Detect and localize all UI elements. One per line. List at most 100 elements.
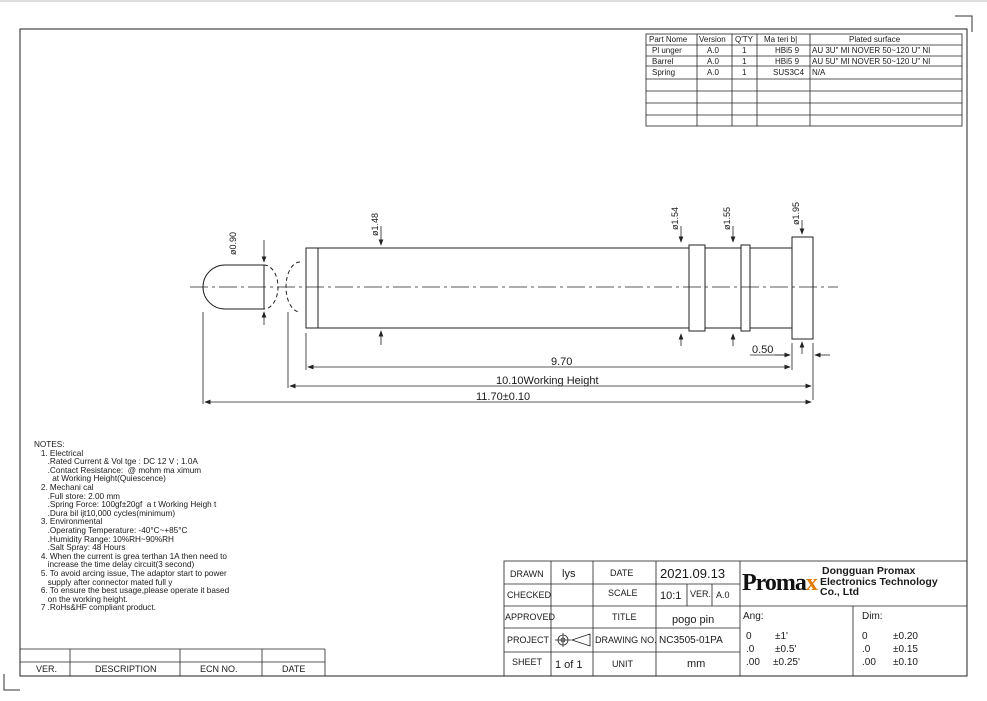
dim-label: Dim: (862, 611, 883, 622)
note-line: .Humidity Range: 10%RH~90%RH (34, 534, 174, 544)
dim-row: ±0.20 (893, 631, 918, 642)
note-line: .Salt Spray: 48 Hours (34, 543, 126, 553)
notes-title: NOTES: (34, 440, 65, 449)
parts-cell: Pl unger (652, 46, 682, 55)
logo-accent: x (805, 570, 818, 596)
ver-label: VER. (690, 589, 711, 599)
date-label: DATE (610, 568, 633, 578)
dim-barrel-diameter: ø1.48 (370, 213, 380, 236)
drawn-value: lys (562, 568, 576, 580)
company-line-1: Dongguan Promax (822, 565, 916, 577)
ang-row: 0 (746, 631, 752, 642)
title-label: TITLE (612, 612, 637, 622)
dim-plunger-diameter: ø0.90 (228, 232, 238, 255)
note-line: increase the time delay circuit(3 second… (34, 560, 195, 570)
project-label: PROJECT (507, 635, 550, 645)
dim-row: 0 (862, 631, 868, 642)
dim-groove1-diameter: ø1.54 (670, 207, 680, 230)
parts-cell: 1 (742, 68, 747, 77)
parts-header-plating: Plated surface (849, 35, 901, 44)
note-line: .Spring Force: 100gf±20gf a t Working He… (34, 500, 217, 510)
company-name: Dongguan Promax Electronics Technology C… (820, 566, 938, 598)
note-line: 6. To ensure the best usage,please opera… (34, 586, 230, 596)
diameter-dimensions (261, 220, 805, 354)
ang-row: ±1' (775, 631, 788, 642)
note-line: .Dura bil ijt10,000 cycles(minimum) (34, 508, 176, 518)
drawing-border (19, 28, 968, 677)
ang-row: ±0.25' (773, 657, 800, 668)
revision-block (20, 648, 326, 676)
dim-body-length: 9.70 (551, 356, 572, 368)
parts-cell: HBi5 9 (775, 57, 800, 66)
parts-header-qty: Q'TY (735, 35, 754, 44)
dim-total-length: 11.70±0.10 (476, 391, 530, 403)
note-line: 2. Mechani cal (34, 482, 94, 492)
note-line: at Working Height(Quiescence) (34, 474, 166, 484)
parts-cell: A.0 (707, 57, 720, 66)
ang-row: ±0.5' (775, 644, 796, 655)
revision-description-label: DESCRIPTION (95, 664, 157, 674)
parts-cell: Barrel (652, 57, 674, 66)
approved-label: APPROVED (505, 612, 556, 622)
company-branding: Promax Dongguan Promax Electronics Techn… (742, 566, 982, 606)
company-line-2: Electronics Technology (820, 575, 938, 588)
revision-date-label: DATE (282, 664, 305, 674)
dim-flange-width: 0.50 (752, 344, 773, 356)
revision-ecn-label: ECN NO. (200, 664, 238, 674)
parts-cell: N/A (812, 68, 826, 77)
logo-text: Proma (742, 570, 807, 596)
ang-label: Ang: (743, 611, 764, 622)
parts-header-version: Version (699, 35, 726, 44)
dim-row: .0 (862, 644, 871, 655)
scale-label: SCALE (608, 588, 638, 598)
dim-row: ±0.15 (893, 644, 918, 655)
parts-cell: Spring (652, 68, 675, 77)
dim-row: ±0.10 (893, 657, 918, 668)
sheet-label: SHEET (512, 657, 543, 667)
ver-value: A.0 (716, 590, 730, 600)
note-line: .Contact Resistance: @ mohm ma ximum (34, 465, 202, 475)
length-dimensions (202, 312, 830, 405)
parts-header-material: Ma teri b| (764, 35, 797, 44)
note-line: .Rated Current & Vol tge : DC 12 V ; 1.0… (34, 457, 198, 467)
dim-flange-diameter: ø1.95 (791, 202, 801, 225)
company-line-3: Co., Ltd (820, 586, 860, 598)
parts-cell: AU 3U" MI NOVER 50~120 U" NI (812, 46, 930, 55)
checked-label: CHECKED (507, 590, 552, 600)
title-block (503, 560, 968, 677)
notes-block: NOTES: 1. Electrical .Rated Current & Vo… (34, 440, 334, 613)
note-line: .Operating Temperature: -40°C~+85°C (34, 525, 188, 535)
parts-cell: A.0 (707, 68, 720, 77)
pogo-pin-outline (202, 236, 814, 340)
note-line: on the working height. (34, 594, 128, 604)
note-line: 7 .RoHs&HF compliant product. (34, 603, 156, 613)
revision-ver-label: VER. (36, 664, 57, 674)
drawing-no-label: DRAWING NO. (595, 635, 657, 645)
note-line: supply after connector mated full y (34, 577, 173, 587)
dim-groove2-diameter: ø1.55 (722, 207, 732, 230)
unit-label: UNIT (612, 659, 633, 669)
parts-cell: 1 (742, 46, 747, 55)
note-line: 3. Environmental (34, 517, 103, 527)
corner-mark-top-right (955, 15, 973, 32)
sheet-value: 1 of 1 (555, 659, 583, 671)
parts-cell: 1 (742, 57, 747, 66)
note-line: .Full store: 2.00 mm (34, 491, 120, 501)
dim-working-height: 10.10Working Height (496, 375, 599, 387)
note-line: 5. To avoid arcing issue, The adaptor st… (34, 568, 227, 578)
note-line: 1. Electrical (34, 448, 84, 458)
parts-cell: HBi5 9 (775, 46, 800, 55)
parts-cell: AU 5U" MI NOVER 50~120 U" NI (812, 57, 930, 66)
ang-row: .00 (746, 657, 760, 668)
promax-logo: Promax (742, 570, 818, 597)
scale-value: 10:1 (660, 590, 681, 602)
date-value: 2021.09.13 (660, 566, 725, 581)
ang-row: .0 (746, 644, 755, 655)
parts-table (645, 33, 963, 127)
note-line: 4. When the current is grea terthan 1A t… (34, 551, 227, 561)
drawing-no-value: NC3505-01PA (659, 635, 723, 646)
drawn-label: DRAWN (510, 569, 544, 579)
title-value: pogo pin (672, 614, 714, 626)
third-angle-projection-icon (555, 633, 591, 647)
corner-mark-bottom-left (3, 674, 20, 691)
